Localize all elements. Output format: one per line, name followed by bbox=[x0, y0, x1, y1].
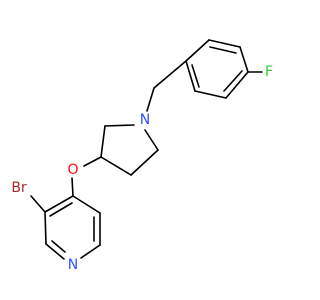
bond bbox=[185, 39, 210, 62]
bond bbox=[72, 195, 101, 214]
bond bbox=[71, 177, 74, 197]
pyridine-nitrogen-label: N bbox=[68, 257, 78, 273]
bond bbox=[130, 149, 159, 176]
bromine-atom-label: Br bbox=[11, 180, 27, 196]
bond bbox=[223, 70, 243, 92]
bond bbox=[208, 39, 241, 48]
atom-labels: F N O Br N bbox=[11, 64, 273, 273]
molecule-diagram: F N O Br N bbox=[11, 39, 273, 273]
bonds bbox=[30, 39, 263, 260]
bond bbox=[80, 244, 101, 259]
bond bbox=[209, 46, 237, 54]
bond bbox=[191, 64, 200, 88]
bond bbox=[239, 46, 249, 73]
bond bbox=[146, 87, 155, 112]
bond bbox=[225, 71, 249, 99]
bond bbox=[45, 243, 65, 260]
fluorine-atom-label: F bbox=[265, 64, 273, 80]
bond bbox=[185, 60, 196, 92]
bond bbox=[30, 195, 46, 213]
pyrrolidine-nitrogen-label: N bbox=[140, 112, 150, 128]
bond bbox=[44, 211, 47, 245]
bond bbox=[144, 129, 159, 151]
bond bbox=[51, 240, 66, 253]
bond bbox=[104, 124, 135, 127]
ether-oxygen-label: O bbox=[67, 162, 78, 178]
bond bbox=[83, 156, 102, 167]
bond bbox=[100, 125, 106, 158]
bond bbox=[100, 156, 132, 176]
bond bbox=[194, 90, 227, 99]
bond bbox=[49, 202, 73, 217]
bond bbox=[153, 60, 187, 89]
bond bbox=[44, 195, 74, 213]
